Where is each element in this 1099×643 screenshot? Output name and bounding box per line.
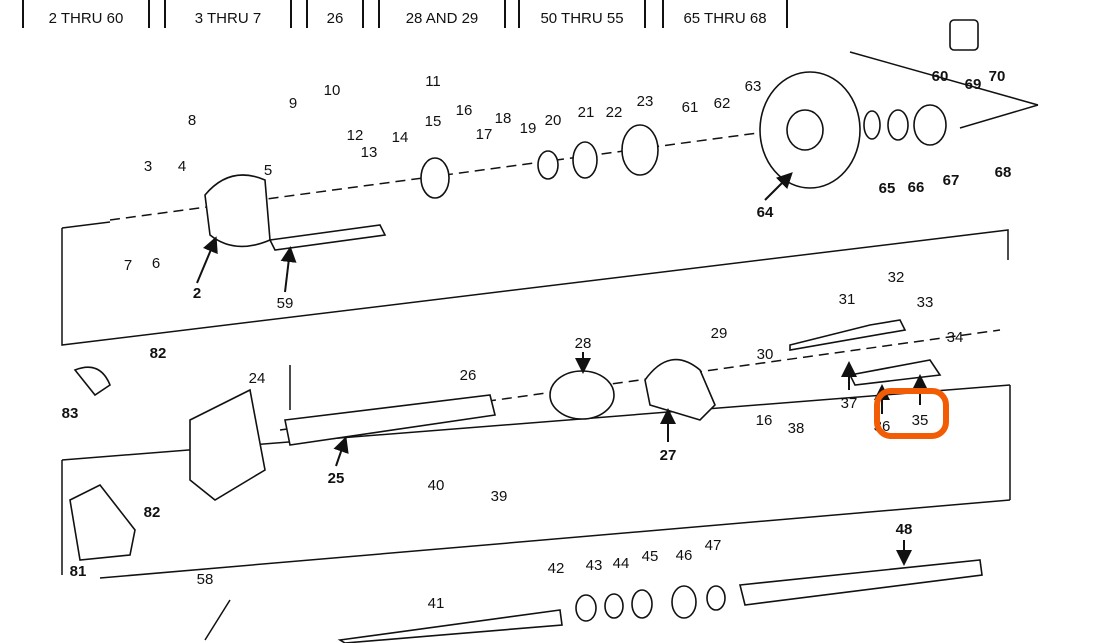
label-33: 33 <box>917 294 934 311</box>
label-82-lower: 82 <box>144 504 161 521</box>
label-59: 59 <box>277 295 294 312</box>
label-40: 40 <box>428 477 445 494</box>
label-2: 2 <box>193 285 201 302</box>
part-15 <box>420 157 450 199</box>
label-4: 4 <box>178 158 186 175</box>
panel-borders <box>61 51 1039 641</box>
part-27 <box>644 358 716 421</box>
section-tabs: 2 THRU 60 3 THRU 7 26 28 AND 29 50 THRU … <box>0 0 800 30</box>
label-38: 38 <box>788 420 805 437</box>
label-5: 5 <box>264 162 272 179</box>
label-6: 6 <box>152 255 160 272</box>
part-2-housing <box>204 174 271 248</box>
label-24: 24 <box>249 370 266 387</box>
part-31 <box>789 319 907 351</box>
label-21: 21 <box>578 104 595 121</box>
label-3: 3 <box>144 158 152 175</box>
label-35: 35 <box>912 412 929 429</box>
part-59 <box>268 224 387 251</box>
label-23: 23 <box>637 93 654 110</box>
label-46: 46 <box>676 547 693 564</box>
label-37: 37 <box>841 395 858 412</box>
label-18: 18 <box>495 110 512 127</box>
label-48: 48 <box>896 521 913 538</box>
highlight-marker-35 <box>874 388 949 439</box>
tab-65-thru-68: 65 THRU 68 <box>662 0 788 28</box>
part-70 <box>949 19 979 51</box>
label-68: 68 <box>995 164 1012 181</box>
label-12: 12 <box>347 127 364 144</box>
label-83: 83 <box>62 405 79 422</box>
label-16-lower: 16 <box>756 412 773 429</box>
label-14: 14 <box>392 129 409 146</box>
part-23 <box>621 124 659 176</box>
label-15: 15 <box>425 113 442 130</box>
label-27: 27 <box>660 447 677 464</box>
label-41: 41 <box>428 595 445 612</box>
label-32: 32 <box>888 269 905 286</box>
label-65: 65 <box>879 180 896 197</box>
part-67 <box>913 104 947 146</box>
label-16: 16 <box>456 102 473 119</box>
label-31: 31 <box>839 291 856 308</box>
label-42: 42 <box>548 560 565 577</box>
label-22: 22 <box>606 104 623 121</box>
tab-50-thru-55: 50 THRU 55 <box>518 0 646 28</box>
label-17: 17 <box>476 126 493 143</box>
label-61: 61 <box>682 99 699 116</box>
part-35-lever <box>848 359 942 386</box>
label-19: 19 <box>520 120 537 137</box>
label-64: 64 <box>757 204 774 221</box>
part-24-plate <box>189 388 266 501</box>
parts <box>69 19 983 643</box>
label-29: 29 <box>711 325 728 342</box>
part-28 <box>549 370 615 420</box>
label-30: 30 <box>757 346 774 363</box>
part-81 <box>69 483 136 561</box>
label-7: 7 <box>124 257 132 274</box>
label-70: 70 <box>989 68 1006 85</box>
label-34: 34 <box>947 329 964 346</box>
part-labels: 9 10 11 8 12 13 14 15 16 17 18 19 20 21 … <box>62 68 1012 612</box>
label-47: 47 <box>705 537 722 554</box>
label-58: 58 <box>197 571 214 588</box>
label-66: 66 <box>908 179 925 196</box>
label-69: 69 <box>965 76 982 93</box>
tab-2-thru-60: 2 THRU 60 <box>22 0 150 28</box>
label-10: 10 <box>324 82 341 99</box>
label-45: 45 <box>642 548 659 565</box>
label-11: 11 <box>425 73 441 90</box>
part-83 <box>73 366 111 397</box>
label-44: 44 <box>613 555 630 572</box>
tab-26: 26 <box>306 0 364 28</box>
label-39: 39 <box>491 488 508 505</box>
label-9: 9 <box>289 95 297 112</box>
label-63: 63 <box>745 78 762 95</box>
label-82: 82 <box>150 345 167 362</box>
part-41 <box>337 609 563 643</box>
leader-arrows <box>196 172 928 566</box>
tab-3-thru-7: 3 THRU 7 <box>164 0 292 28</box>
label-20: 20 <box>545 112 562 129</box>
part-21 <box>572 141 598 179</box>
label-43: 43 <box>586 557 603 574</box>
label-67: 67 <box>943 172 960 189</box>
tab-28-and-29: 28 AND 29 <box>378 0 506 28</box>
label-25: 25 <box>328 470 345 487</box>
part-48 <box>739 559 983 606</box>
label-13: 13 <box>361 144 378 161</box>
label-26: 26 <box>460 367 477 384</box>
label-62: 62 <box>714 95 731 112</box>
label-8: 8 <box>188 112 196 129</box>
label-81: 81 <box>70 563 87 580</box>
label-60: 60 <box>932 68 949 85</box>
label-28: 28 <box>575 335 592 352</box>
part-25-shaft <box>284 394 496 446</box>
